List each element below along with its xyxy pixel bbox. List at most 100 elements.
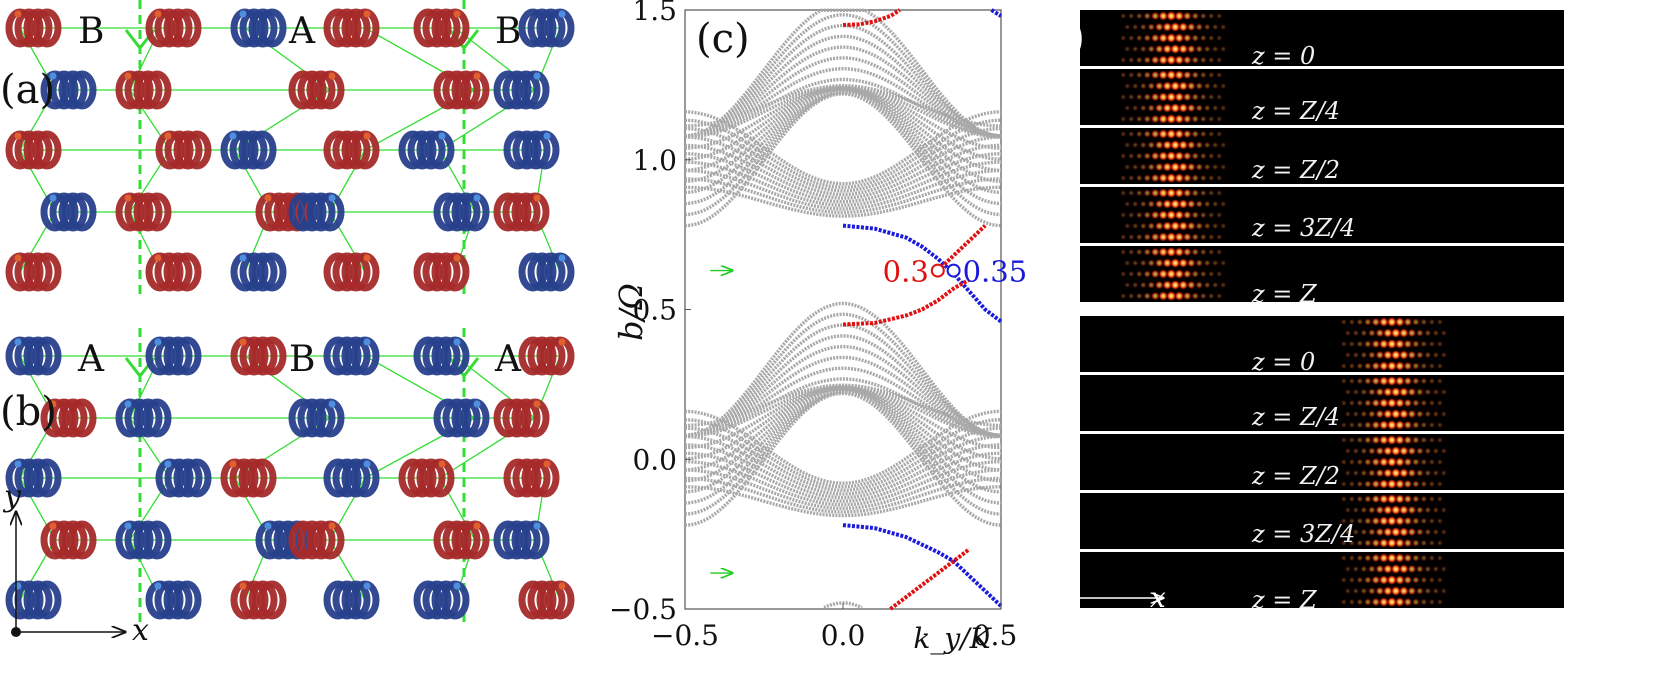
bulk-band xyxy=(684,366,1002,437)
edge-state-blue xyxy=(842,223,1003,324)
edge-state-blue xyxy=(990,8,1003,18)
gap-arrows xyxy=(710,271,732,573)
z-label: z = Z/4 xyxy=(1252,403,1341,431)
field-intensity xyxy=(1120,70,1227,124)
blue-helix xyxy=(5,336,62,376)
panel-d-snapshots xyxy=(1080,10,1564,302)
red-helix xyxy=(288,520,345,560)
blue-helix xyxy=(518,252,575,292)
red-helix xyxy=(518,336,575,376)
blue-helix xyxy=(518,8,575,48)
z-label: z = Z/2 xyxy=(1252,156,1341,184)
red-helix xyxy=(413,252,470,292)
panel-c-tag: (c) xyxy=(696,16,750,62)
bulk-band xyxy=(684,118,1002,190)
blue-helix xyxy=(40,192,97,232)
blue-helix xyxy=(433,398,490,438)
x-tick-label: 0.5 xyxy=(973,619,1018,652)
z-label: z = Z xyxy=(1252,280,1317,308)
red-helix xyxy=(115,70,172,110)
blue-helix xyxy=(288,192,345,232)
field-intensity xyxy=(1120,129,1227,183)
red-helix xyxy=(493,192,550,232)
bulk-bands xyxy=(684,8,1002,610)
red-helix xyxy=(518,580,575,620)
crossing-label: 0.35 xyxy=(963,255,1028,289)
blue-helix xyxy=(115,398,172,438)
red-helix xyxy=(145,252,202,292)
bulk-band xyxy=(684,126,1002,193)
y-tick-label: −0.5 xyxy=(612,593,677,626)
red-helix xyxy=(433,70,490,110)
crossing-markers: 0.3 0.35 xyxy=(883,255,1028,289)
z-label: z = Z/4 xyxy=(1252,97,1341,125)
bulk-band xyxy=(685,143,1001,200)
crossing-label: 0.3 xyxy=(883,255,929,289)
blue-helix xyxy=(323,336,380,376)
bulk-band xyxy=(684,468,1002,511)
blue-helix xyxy=(323,458,380,498)
field-intensity xyxy=(1340,435,1447,489)
y-tick-label: 1.0 xyxy=(632,144,677,177)
z-label: z = Z/2 xyxy=(1252,462,1341,490)
z-label: z = Z xyxy=(1252,586,1317,614)
edge-states xyxy=(842,8,1003,611)
field-intensity xyxy=(1120,247,1227,301)
y-tick-label: 1.5 xyxy=(632,0,677,27)
z-label: z = 3Z/4 xyxy=(1252,214,1356,242)
sublattice-label: B xyxy=(495,11,522,52)
red-helix xyxy=(413,8,470,48)
field-intensity xyxy=(1120,11,1227,65)
axis-x-label: x xyxy=(132,613,149,648)
panel-e-axes xyxy=(1080,482,1163,603)
bulk-band xyxy=(684,110,1002,186)
bulk-band xyxy=(684,459,1002,507)
bulk-band xyxy=(684,377,1002,437)
blue-helix xyxy=(230,8,287,48)
blue-helix xyxy=(5,458,62,498)
sublattice-label: A xyxy=(495,339,521,380)
z-label: z = 3Z/4 xyxy=(1252,520,1356,548)
bond-network xyxy=(19,355,561,601)
red-helix xyxy=(220,458,277,498)
panel-e-tag: (e) xyxy=(1028,321,1083,367)
bulk-band xyxy=(684,355,1002,437)
blue-helix xyxy=(503,130,560,170)
edge-state-red xyxy=(936,224,987,273)
red-helix xyxy=(5,130,62,170)
red-helix xyxy=(323,130,380,170)
panel-b-axes xyxy=(11,512,125,637)
red-helix xyxy=(40,398,97,438)
blue-helix xyxy=(323,580,380,620)
red-helix xyxy=(5,252,62,292)
bulk-band xyxy=(685,485,1001,518)
red-helix xyxy=(230,580,287,620)
bulk-band xyxy=(684,23,1002,138)
red-helix xyxy=(503,458,560,498)
snapshot-frame xyxy=(1080,434,1564,490)
bulk-band xyxy=(685,451,1001,503)
bulk-band xyxy=(684,301,1002,437)
bulk-band xyxy=(684,160,1002,208)
red-helix xyxy=(323,252,380,292)
red-helix xyxy=(145,8,202,48)
bulk-band xyxy=(684,344,1002,437)
panel-b-tag: (b) xyxy=(0,389,57,435)
red-helix xyxy=(288,70,345,110)
panel-a-tag: (a) xyxy=(0,67,56,113)
red-helix xyxy=(5,8,62,48)
x-tick-label: −0.5 xyxy=(651,619,719,652)
field-intensity xyxy=(1120,188,1227,242)
blue-helix xyxy=(145,580,202,620)
field-intensity xyxy=(1340,553,1447,607)
red-helix xyxy=(493,398,550,438)
edge-state-red xyxy=(889,547,971,611)
snapshot-frame xyxy=(1080,493,1564,549)
snapshot-frame xyxy=(1080,316,1564,372)
sublattice-label: B xyxy=(289,339,316,380)
bulk-band xyxy=(685,185,1001,218)
panel-e-snapshots xyxy=(1080,316,1564,608)
field-intensity xyxy=(1340,317,1447,371)
crossing-marker xyxy=(946,263,961,278)
